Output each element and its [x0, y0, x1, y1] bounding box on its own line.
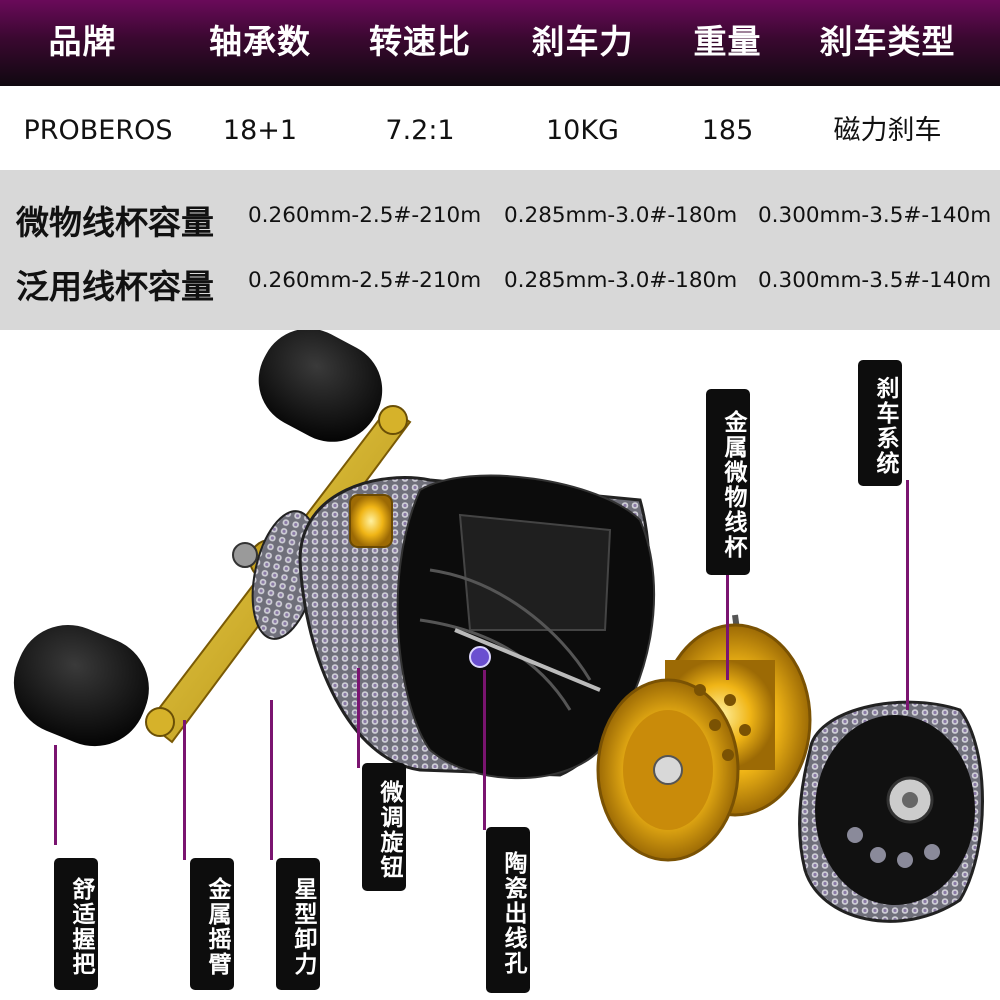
fine-tune-knob	[349, 494, 393, 548]
capacity-row-label: 泛用线杯容量	[16, 267, 214, 306]
capacity-cell: 0.285mm-3.0#-180m	[504, 268, 738, 293]
metal-spool	[596, 614, 812, 862]
tag-metal-micro-spool-text: 金属微物线杯	[720, 410, 746, 560]
tag-metal-arm-text: 金属摇臂	[204, 877, 230, 977]
header-weight: 重量	[693, 22, 762, 61]
callout-line	[183, 720, 186, 860]
spec-values-row: PROBEROS 18+1 7.2:1 10KG 185 磁力刹车	[0, 86, 1000, 170]
tag-fine-tune-knob-text: 微调旋钮	[376, 780, 402, 880]
spec-weight: 185	[701, 115, 754, 146]
capacity-row-label: 微物线杯容量	[16, 203, 214, 242]
tag-metal-micro-spool: 金属微物线杯	[706, 389, 750, 575]
grip-knob	[13, 330, 383, 747]
header-gear-ratio: 转速比	[369, 22, 471, 61]
reel-body	[298, 474, 656, 780]
spec-brake-type: 磁力刹车	[833, 115, 942, 146]
header-drag-force: 刹车力	[531, 22, 634, 61]
callout-line	[54, 745, 57, 845]
callout-line	[270, 700, 273, 860]
tag-ceramic-line-guide-text: 陶瓷出线孔	[500, 850, 526, 976]
tag-metal-arm: 金属摇臂	[190, 858, 234, 990]
tag-comfort-grip-text: 舒适握把	[68, 877, 94, 977]
capacity-cell: 0.300mm-3.5#-140m	[758, 203, 992, 228]
tag-ceramic-line-guide: 陶瓷出线孔	[486, 827, 530, 993]
tag-brake-system: 刹车系统	[858, 360, 902, 486]
spec-gear-ratio: 7.2:1	[385, 115, 455, 146]
capacity-cell: 0.285mm-3.0#-180m	[504, 203, 738, 228]
callout-line	[906, 480, 909, 710]
ceramic-line-guide	[469, 646, 491, 668]
callout-line	[357, 668, 360, 768]
brake-side-plate	[798, 700, 984, 923]
line-capacity-table: 微物线杯容量 0.260mm-2.5#-210m 0.285mm-3.0#-18…	[0, 170, 1000, 330]
capacity-cell: 0.300mm-3.5#-140m	[758, 268, 992, 293]
spec-header-bar: 品牌 轴承数 转速比 刹车力 重量 刹车类型	[0, 0, 1000, 86]
tag-brake-system-text: 刹车系统	[872, 376, 898, 476]
tag-comfort-grip: 舒适握把	[54, 858, 98, 990]
header-brand: 品牌	[48, 22, 117, 61]
tag-fine-tune-knob: 微调旋钮	[362, 763, 406, 891]
header-bearings: 轴承数	[209, 22, 311, 61]
fishing-reel-illustration	[13, 330, 984, 923]
tag-star-drag: 星型卸力	[276, 858, 320, 990]
spec-bearings: 18+1	[222, 115, 298, 146]
capacity-cell: 0.260mm-2.5#-210m	[248, 203, 482, 228]
spec-drag-force: 10KG	[546, 115, 619, 146]
capacity-cell: 0.260mm-2.5#-210m	[248, 268, 482, 293]
tag-star-drag-text: 星型卸力	[290, 877, 316, 977]
header-brake-type: 刹车类型	[819, 22, 956, 61]
spec-brand: PROBEROS	[23, 115, 173, 146]
callout-line	[483, 670, 486, 830]
callout-line	[726, 570, 729, 680]
